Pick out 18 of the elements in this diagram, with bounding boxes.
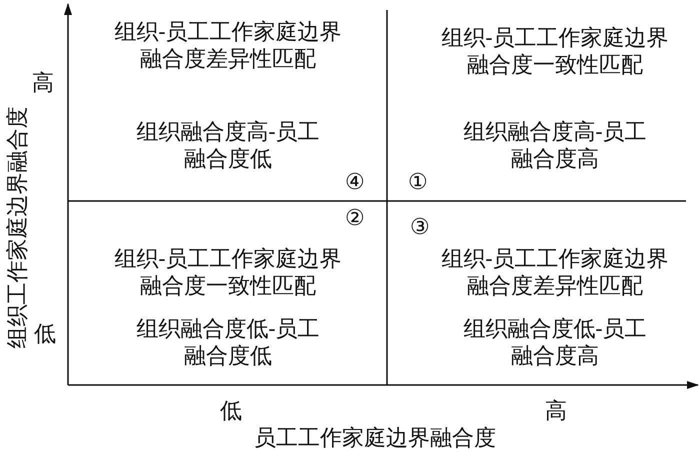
quadrant-heading: 组织-员工工作家庭边界融合度一致性匹配 [440, 25, 670, 79]
quadrant-heading: 组织-员工工作家庭边界融合度差异性匹配 [440, 246, 670, 300]
quadrant-number: ③ [409, 214, 431, 241]
quadrant-description: 组织融合度低-员工融合度高 [462, 316, 648, 370]
quadrant-description: 组织融合度高-员工融合度低 [135, 119, 321, 173]
quadrant-description: 组织融合度高-员工融合度高 [462, 119, 648, 173]
axis-tick-label: 低 [33, 321, 57, 348]
quadrant-heading: 组织-员工工作家庭边界融合度差异性匹配 [113, 19, 343, 73]
axis-title: 组织工作家庭边界融合度 [4, 106, 32, 350]
axis-tick-label: 低 [219, 398, 243, 425]
axis-tick-label: 高 [544, 398, 568, 425]
quadrant-number: ① [407, 169, 429, 196]
axis-title: 员工工作家庭边界融合度 [253, 425, 497, 452]
quadrant-description: 组织融合度低-员工融合度低 [135, 316, 321, 370]
quadrant-number: ④ [344, 169, 366, 196]
quadrant-heading: 组织-员工工作家庭边界融合度一致性匹配 [113, 246, 343, 300]
quadrant-number: ② [344, 205, 366, 232]
axis-tick-label: 高 [31, 70, 55, 97]
